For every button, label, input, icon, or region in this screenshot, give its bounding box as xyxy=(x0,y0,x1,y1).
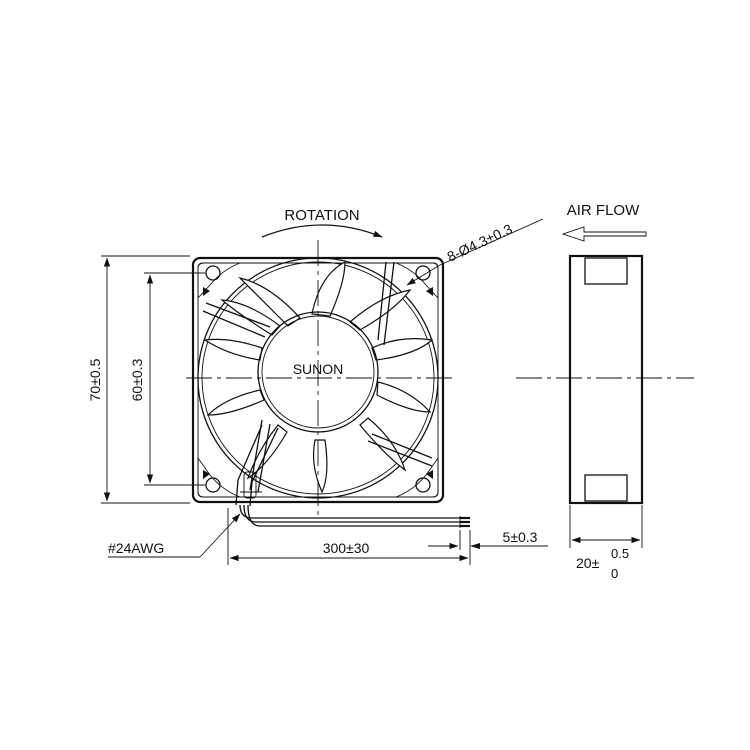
hole-pitch-label: 60±0.3 xyxy=(129,358,145,401)
wire-channel xyxy=(235,424,279,507)
mounting-hole-callout: 8-Ø4.3±0.3 xyxy=(406,218,544,286)
overall-size-dimension: 70±0.5 xyxy=(87,255,190,504)
rotation-label: ROTATION xyxy=(284,207,359,224)
side-bottom-pocket xyxy=(584,474,628,502)
strip-length-dimension: 5±0.3 xyxy=(428,529,548,550)
mounting-hole-tr xyxy=(415,265,431,281)
air-flow-callout: AIR FLOW xyxy=(561,202,647,242)
side-view xyxy=(516,254,694,505)
air-flow-arrow xyxy=(561,226,647,242)
hub-rim xyxy=(261,315,375,429)
lead-wires xyxy=(239,504,470,528)
mounting-hole-bl xyxy=(205,477,221,493)
thickness-dimension: 20± 0.5 0 xyxy=(569,505,643,581)
mounting-hole-tl xyxy=(205,265,221,281)
spokes xyxy=(202,261,433,493)
overall-size-label: 70±0.5 xyxy=(87,358,103,401)
air-flow-label: AIR FLOW xyxy=(567,202,640,219)
wire-gauge-callout: #24AWG xyxy=(108,513,241,558)
mounting-hole-br xyxy=(415,477,431,493)
side-outline xyxy=(568,254,644,505)
thickness-upper-label: 0.5 xyxy=(611,546,629,561)
strip-length-label: 5±0.3 xyxy=(503,529,538,545)
rotation-callout: ROTATION xyxy=(261,207,383,238)
thickness-lower-label: 0 xyxy=(611,566,618,581)
impeller-blades xyxy=(203,261,434,494)
mounting-holes xyxy=(203,265,433,493)
side-top-pocket xyxy=(584,257,628,285)
wire-gauge-label: #24AWG xyxy=(108,540,164,556)
hole-pitch-dimension: 60±0.3 xyxy=(129,272,205,486)
lead-length-dimension: 300±30 xyxy=(227,508,471,565)
thickness-base-label: 20± xyxy=(576,555,600,571)
lead-length-label: 300±30 xyxy=(323,540,370,556)
front-view: SUNON xyxy=(186,240,452,520)
rotation-arrow xyxy=(261,224,383,238)
